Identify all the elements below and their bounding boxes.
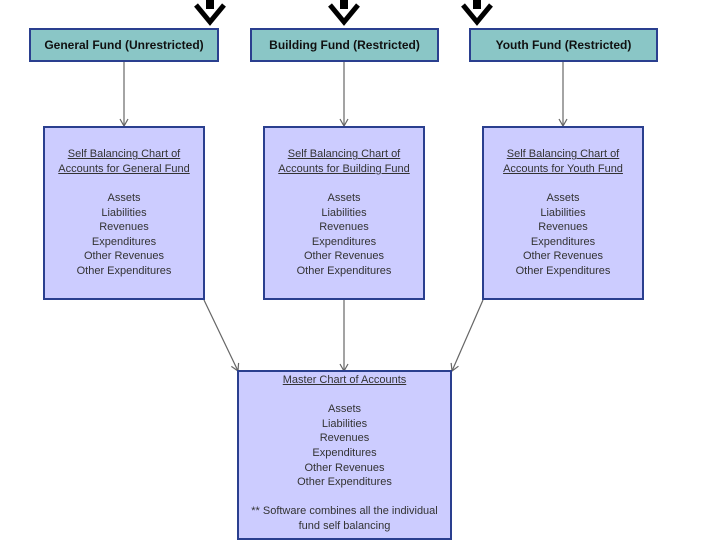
fund-box-general: General Fund (Unrestricted) — [29, 28, 219, 62]
fund-label: Youth Fund (Restricted) — [495, 38, 632, 52]
account-item: Other Expenditures — [76, 265, 172, 278]
account-item: Other Expenditures — [297, 476, 392, 489]
account-list: Assets Liabilities Revenues Expenditures… — [516, 191, 611, 279]
account-list: Assets Liabilities Revenues Expenditures… — [297, 402, 392, 490]
account-item: Revenues — [319, 221, 369, 234]
entry-arrow — [461, 0, 493, 26]
account-item: Liabilities — [540, 206, 586, 219]
chart-title: Self Balancing Chart of Accounts for You… — [503, 148, 623, 175]
account-item: Revenues — [319, 432, 370, 445]
account-item: Other Expenditures — [296, 265, 392, 278]
chart-box-building: Self Balancing Chart of Accounts for Bui… — [263, 126, 425, 300]
account-item: Other Expenditures — [515, 265, 611, 278]
account-item: Assets — [327, 192, 361, 205]
account-item: Assets — [546, 192, 580, 205]
chart-box-youth: Self Balancing Chart of Accounts for You… — [482, 126, 644, 300]
connector-layer — [119, 0, 568, 373]
connector-arrow — [203, 299, 240, 373]
fund-label: General Fund (Unrestricted) — [44, 38, 204, 52]
chart-title: Self Balancing Chart of Accounts for Bui… — [278, 148, 410, 175]
account-item: Revenues — [538, 221, 588, 234]
account-item: Assets — [107, 192, 141, 205]
account-item: Liabilities — [101, 206, 147, 219]
account-item: Assets — [327, 403, 361, 416]
account-item: Other Revenues — [522, 250, 604, 263]
entry-arrow — [194, 0, 226, 26]
fund-label: Building Fund (Restricted) — [269, 38, 420, 52]
account-item: Expenditures — [311, 235, 377, 248]
fund-box-building: Building Fund (Restricted) — [250, 28, 439, 62]
account-list: Assets Liabilities Revenues Expenditures… — [297, 191, 392, 279]
master-chart-box: Master Chart of Accounts Assets Liabilit… — [237, 370, 452, 540]
account-item: Revenues — [99, 221, 149, 234]
account-item: Liabilities — [321, 417, 368, 430]
account-item: Other Revenues — [304, 461, 385, 474]
fund-box-youth: Youth Fund (Restricted) — [469, 28, 658, 62]
account-item: Expenditures — [530, 235, 596, 248]
account-item: Other Revenues — [303, 250, 385, 263]
chart-box-general: Self Balancing Chart of Accounts for Gen… — [43, 126, 205, 300]
entry-arrow — [328, 0, 360, 26]
account-item: Expenditures — [312, 446, 377, 459]
account-item: Expenditures — [91, 235, 157, 248]
master-note: ** Software combines all the individual … — [251, 505, 438, 532]
account-item: Liabilities — [321, 206, 367, 219]
chart-title: Self Balancing Chart of Accounts for Gen… — [58, 148, 190, 175]
account-item: Other Revenues — [83, 250, 165, 263]
account-list: Assets Liabilities Revenues Expenditures… — [77, 191, 172, 279]
connector-arrow — [450, 299, 484, 373]
master-title: Master Chart of Accounts — [282, 374, 407, 386]
